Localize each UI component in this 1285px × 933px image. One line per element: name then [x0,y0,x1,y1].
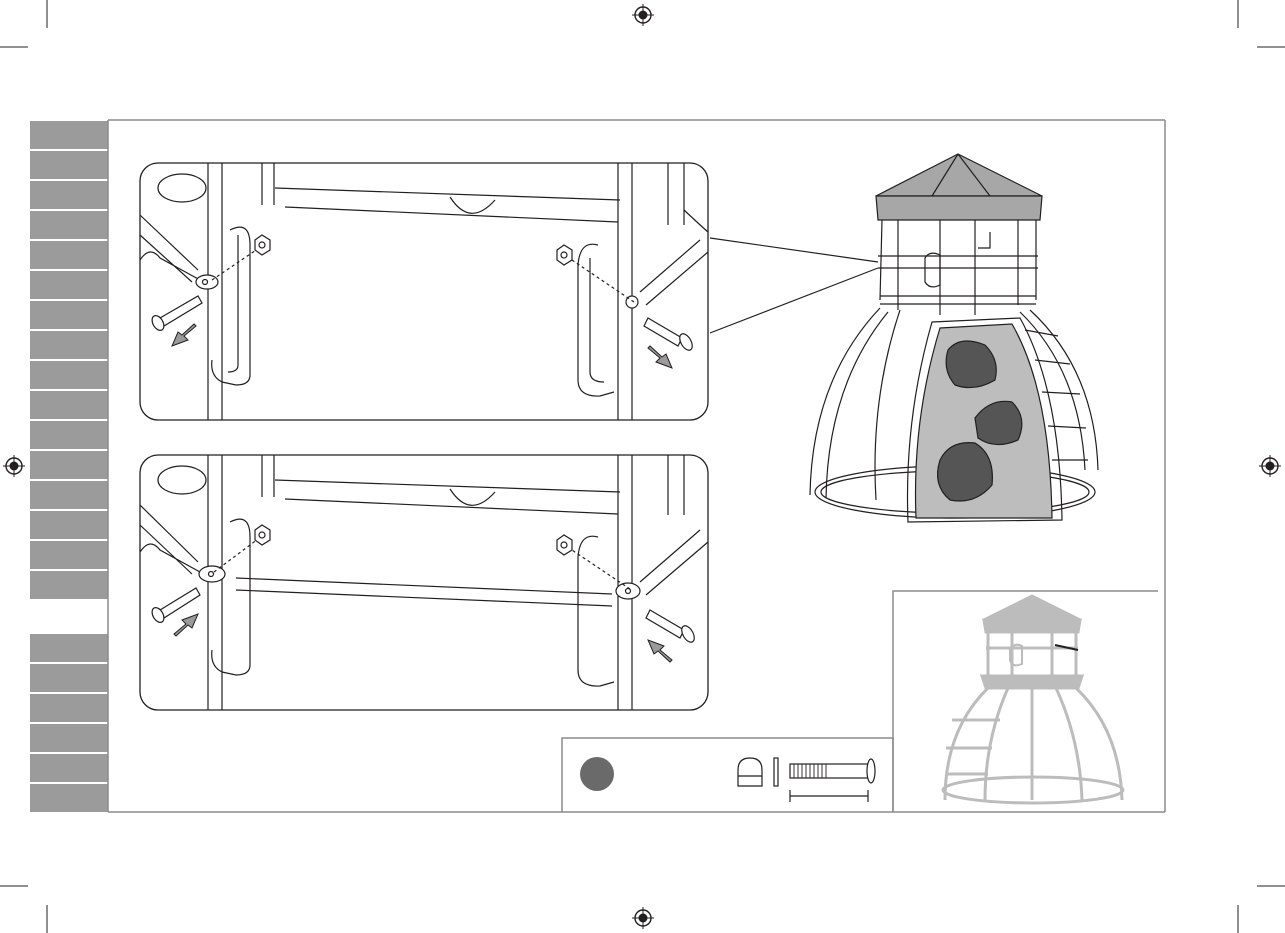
hardware-box [562,738,893,812]
nut-icon [738,758,762,786]
detail-panel-bottom [140,455,708,710]
playset-illustration [810,154,1098,522]
bolt-icon [790,759,875,783]
washer-icon [774,758,778,786]
overview-inset [893,591,1158,812]
length-dimension [790,790,868,802]
detail-panel-top [140,163,708,420]
step-count-badge [580,757,614,791]
step-badge [158,174,206,202]
callout-lines [710,238,878,333]
step-badge [158,466,206,494]
